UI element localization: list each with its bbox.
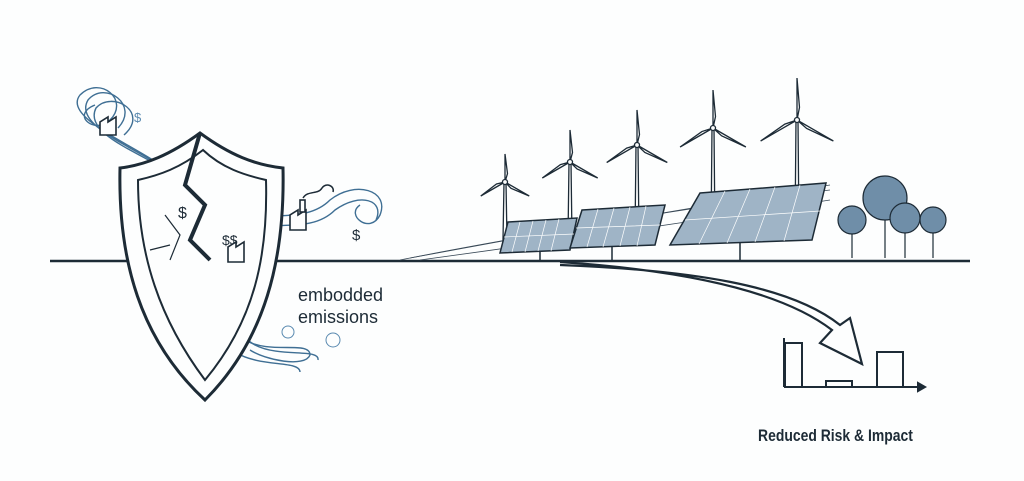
dollar-icon: $ [352, 227, 361, 244]
tree-icon [919, 206, 947, 234]
solar-panels [499, 182, 827, 260]
dollar-icon: $ [178, 205, 187, 222]
coin-icon [281, 325, 295, 339]
factory-icon [99, 115, 307, 263]
reduced-risk-label: Reduced Risk & Impact [758, 426, 913, 445]
chart-bar [784, 342, 803, 388]
chart-bar [876, 351, 904, 388]
coin-icon [325, 332, 341, 348]
bar-chart-icon [783, 338, 928, 393]
tree-icon [837, 205, 867, 235]
tree-icon [889, 202, 921, 234]
wind-turbine-icon [480, 153, 530, 241]
dollar-icon: $ [134, 110, 142, 125]
label-line-1: embodded [298, 285, 384, 305]
trees [837, 175, 947, 258]
cracked-shield-icon [118, 131, 285, 403]
chart-bar [825, 380, 853, 388]
curved-arrow-icon [559, 260, 864, 367]
label-line-2: emissions [298, 307, 379, 327]
solar-panel-icon [668, 182, 827, 246]
smoke [302, 184, 335, 199]
embodied-emissions-label: embodded emissions [298, 284, 383, 328]
